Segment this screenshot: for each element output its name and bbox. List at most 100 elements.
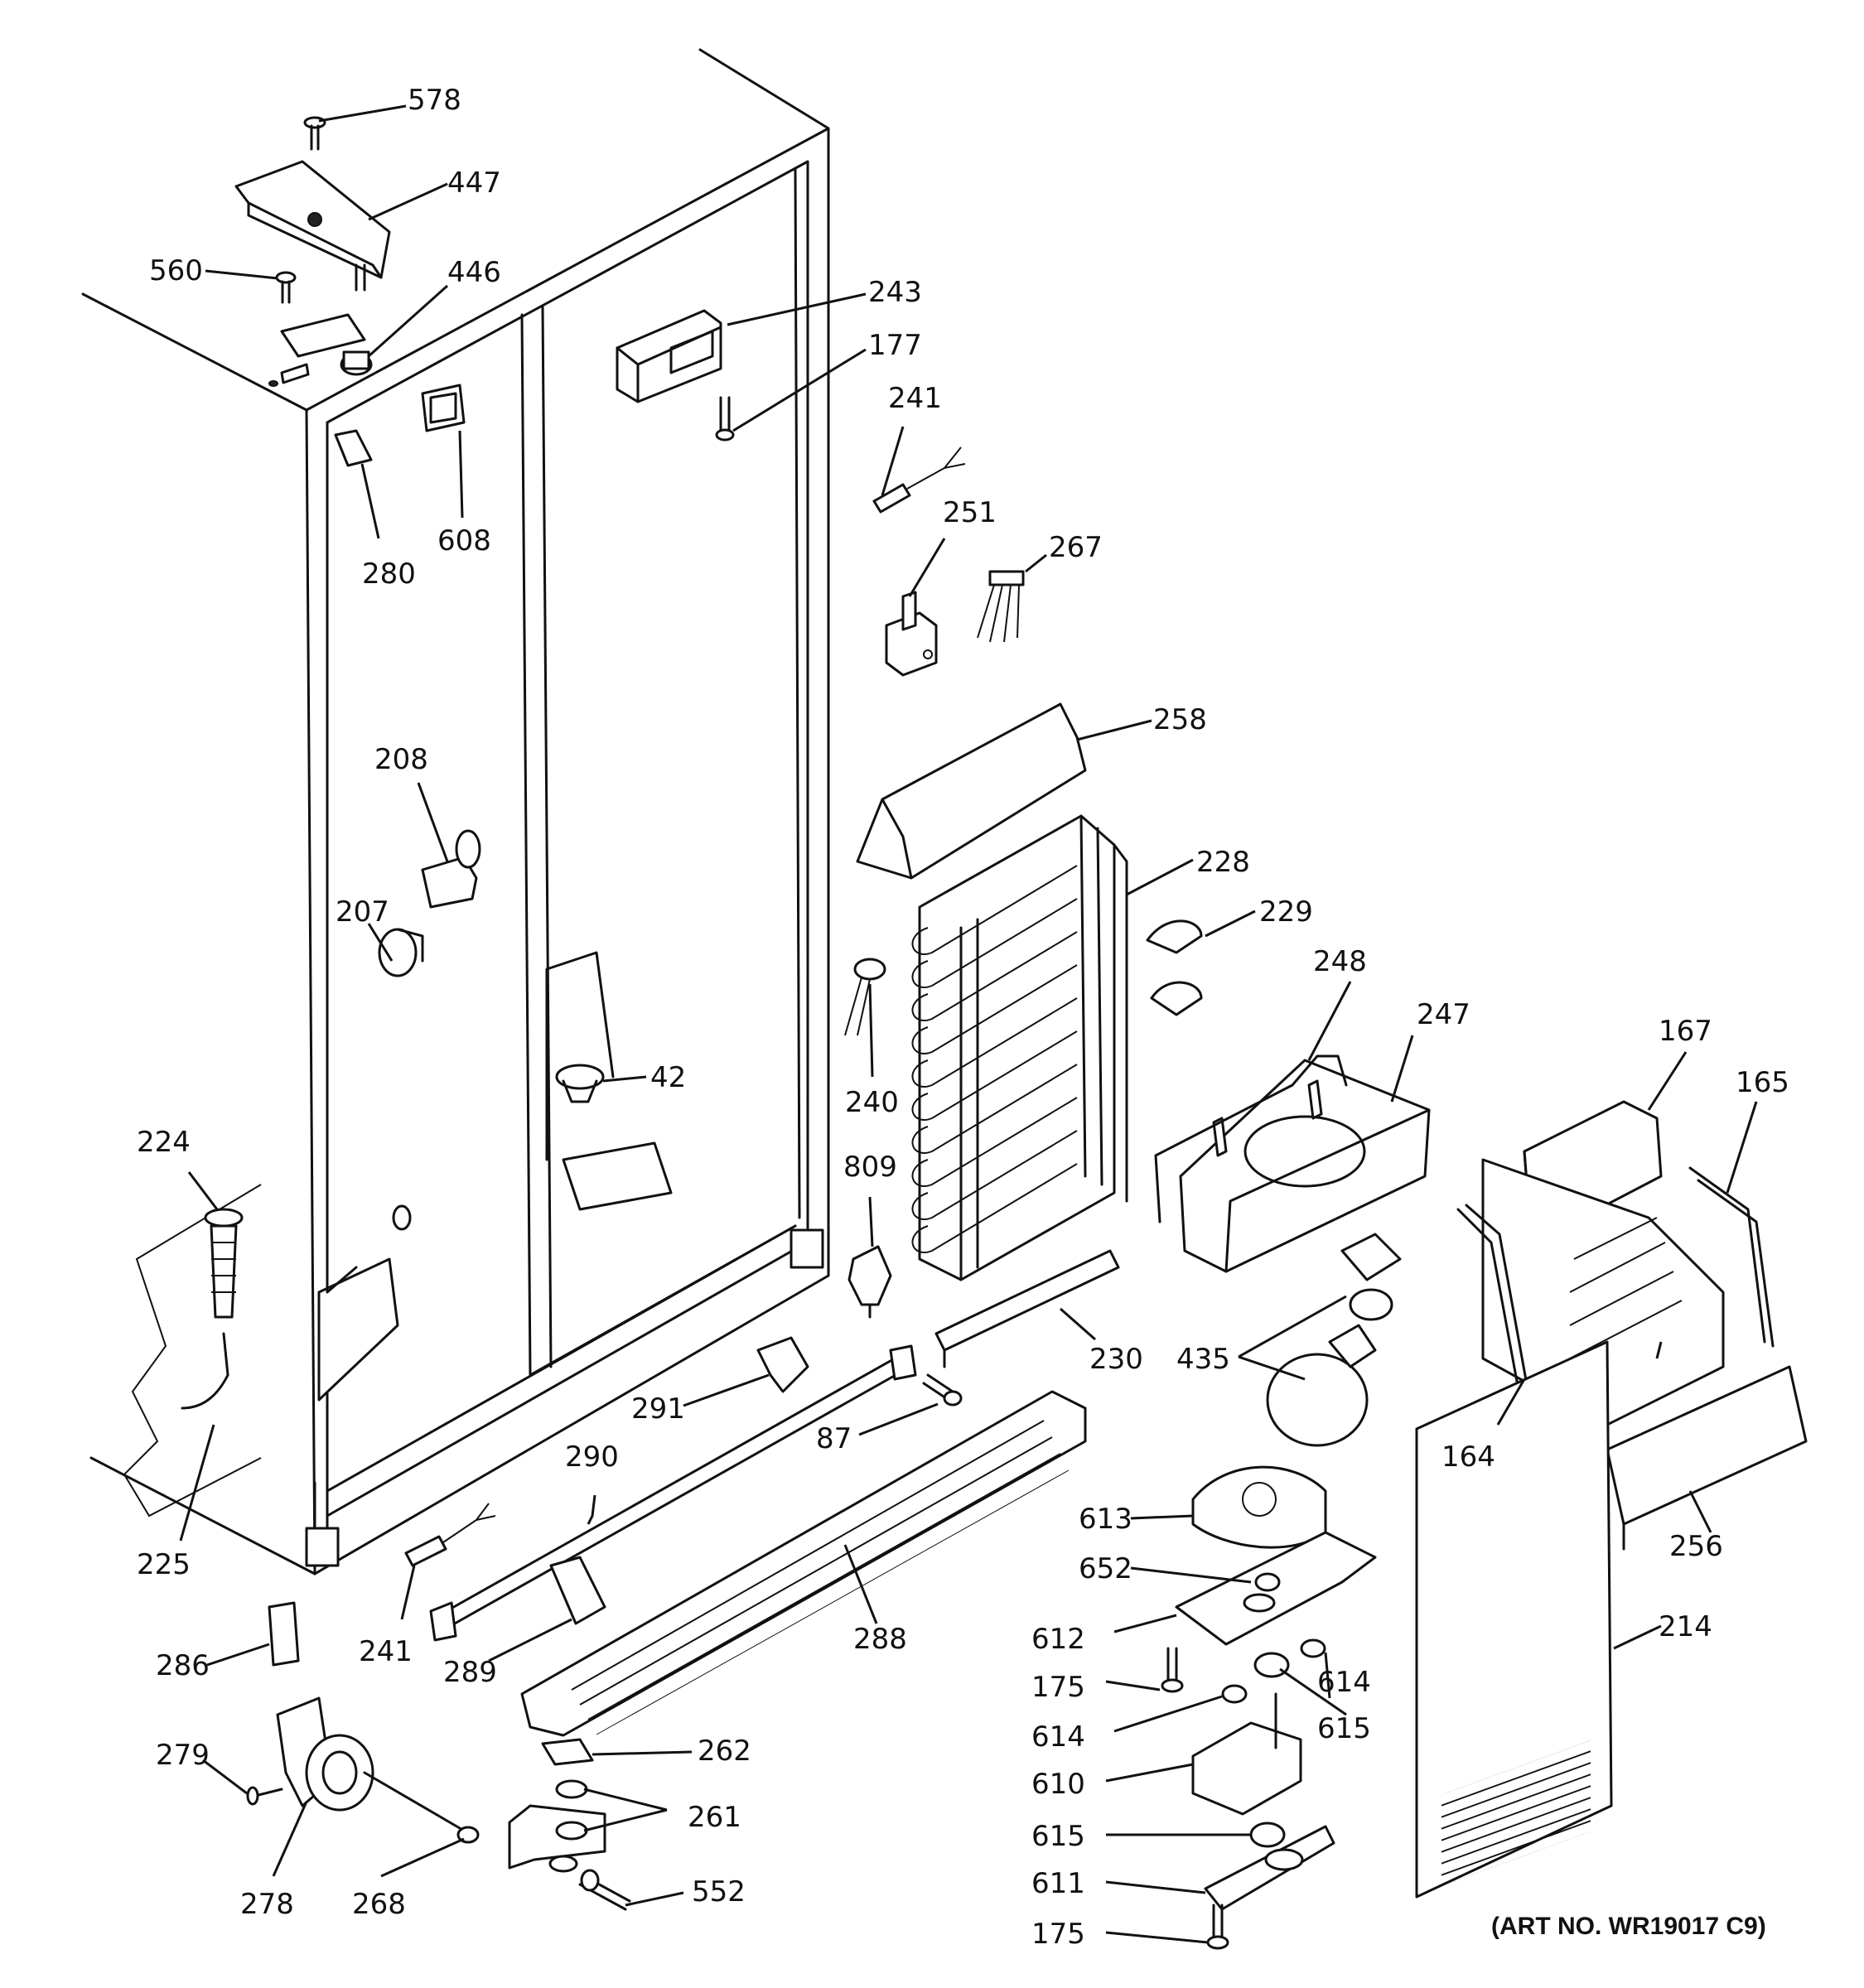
label-279: 279 [156, 1739, 210, 1772]
label-241-top: 241 [888, 382, 942, 415]
bolt-552 [578, 1869, 631, 1911]
label-610: 610 [1031, 1768, 1085, 1801]
label-291: 291 [631, 1392, 685, 1426]
label-435: 435 [1176, 1343, 1230, 1376]
label-289: 289 [443, 1656, 497, 1689]
label-167: 167 [1659, 1015, 1712, 1048]
light-socket-435 [1340, 1233, 1402, 1321]
relay-251 [885, 591, 938, 677]
grommet-615-bottom [1249, 1822, 1286, 1848]
leader-lines [179, 104, 1758, 1944]
label-286: 286 [156, 1649, 210, 1682]
gasket-165 [1688, 1166, 1775, 1348]
thermistor-241-bottom [404, 1503, 496, 1567]
grille-shelf-256 [1606, 1365, 1808, 1551]
clip-286 [268, 1601, 300, 1667]
screw-560 [275, 271, 297, 304]
label-165: 165 [1736, 1066, 1789, 1099]
label-228: 228 [1196, 846, 1250, 879]
drain-hose-224 [123, 1184, 262, 1518]
roller-assembly-278 [276, 1696, 374, 1812]
axle-268 [363, 1771, 480, 1844]
label-446: 446 [447, 256, 501, 289]
fuse-809 [847, 1245, 892, 1319]
label-229: 229 [1259, 895, 1313, 929]
label-248: 248 [1313, 945, 1367, 978]
label-164: 164 [1441, 1440, 1495, 1474]
screw-279 [246, 1786, 283, 1806]
label-225: 225 [137, 1548, 191, 1581]
door-switch-608 [421, 384, 466, 432]
label-256: 256 [1669, 1530, 1723, 1563]
label-207: 207 [336, 895, 389, 929]
label-267: 267 [1049, 531, 1103, 564]
label-42: 42 [650, 1061, 686, 1094]
label-87: 87 [816, 1422, 852, 1455]
label-608: 608 [437, 524, 491, 557]
drain-tube-225 [181, 1332, 229, 1410]
label-268: 268 [352, 1888, 406, 1921]
label-615-top: 615 [1317, 1712, 1371, 1745]
label-247: 247 [1417, 998, 1470, 1031]
label-251: 251 [943, 496, 997, 529]
top-hinge-cover [234, 160, 391, 292]
label-652: 652 [1079, 1552, 1132, 1585]
label-552: 552 [692, 1875, 746, 1908]
washer-262 [541, 1738, 594, 1766]
screw-177 [715, 396, 735, 442]
bushing-261-top [555, 1779, 588, 1799]
nut-652 [1254, 1572, 1281, 1592]
label-258: 258 [1153, 703, 1207, 736]
grommet-614-right [1300, 1638, 1326, 1658]
control-housing-243 [616, 309, 722, 403]
label-560: 560 [149, 254, 203, 287]
label-447: 447 [447, 166, 501, 200]
label-262: 262 [698, 1735, 751, 1768]
label-613: 613 [1079, 1503, 1132, 1536]
rear-panel-214 [1415, 1340, 1613, 1899]
wire-harness-267 [977, 570, 1025, 643]
label-578: 578 [408, 84, 461, 117]
screw-175-top [1161, 1647, 1184, 1693]
screw-578 [303, 116, 326, 151]
refrigerator-cabinet [81, 48, 830, 1575]
label-290: 290 [565, 1440, 619, 1474]
toe-grille-288 [520, 1390, 1087, 1737]
label-614-left: 614 [1031, 1720, 1085, 1754]
screw-87 [922, 1373, 963, 1407]
bottom-hinge-bracket [508, 1804, 606, 1873]
label-175-top: 175 [1031, 1671, 1085, 1704]
label-280: 280 [362, 557, 416, 591]
tube-290 [429, 1344, 917, 1642]
evaporator-228 [911, 814, 1128, 1281]
screw-175-bottom [1206, 1904, 1229, 1950]
thermistor-241-top [872, 446, 966, 514]
label-241-bottom: 241 [359, 1635, 413, 1668]
label-177: 177 [868, 329, 922, 362]
label-224: 224 [137, 1126, 191, 1159]
label-611: 611 [1031, 1867, 1085, 1900]
fan-blade-613 [1191, 1465, 1327, 1549]
label-175-bottom: 175 [1031, 1918, 1085, 1951]
label-240: 240 [845, 1086, 899, 1119]
label-230: 230 [1089, 1343, 1143, 1376]
bracket-230 [934, 1249, 1120, 1368]
label-809: 809 [843, 1151, 897, 1184]
plug-42 [555, 1064, 605, 1103]
clip-291 [756, 1336, 809, 1393]
clips-229 [1146, 919, 1203, 1016]
grommet-614-left [1221, 1684, 1248, 1704]
evaporator-cover-258 [856, 702, 1087, 880]
grommet-615-top [1253, 1652, 1290, 1678]
light-bulb-435 [1266, 1324, 1377, 1447]
label-208: 208 [374, 743, 428, 776]
fan-motor-610 [1191, 1692, 1302, 1816]
art-number: (ART NO. WR19017 C9) [1491, 1913, 1766, 1940]
wire-guide-248 [1154, 1054, 1348, 1223]
defrost-thermostat-240 [844, 958, 886, 1036]
bracket-611 [1204, 1825, 1335, 1911]
part-labels: 578 447 560 446 243 177 241 251 267 280 … [137, 84, 1789, 1951]
label-214: 214 [1659, 1610, 1712, 1643]
label-278: 278 [240, 1888, 294, 1921]
